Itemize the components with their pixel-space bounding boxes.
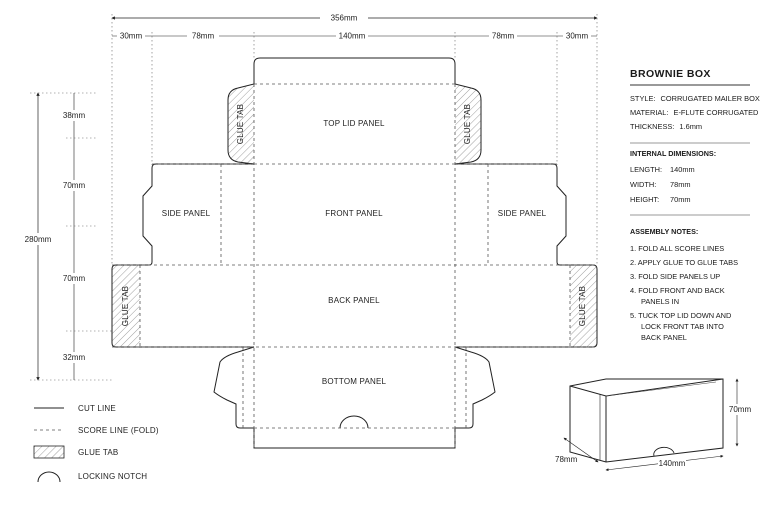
dim-vseg-2: 70mm: [63, 181, 86, 190]
glue-tab-label-2: GLUE TAB: [463, 104, 472, 144]
note-4: 4. FOLD FRONT AND BACK: [630, 286, 725, 295]
glue-tab-top-left: [228, 85, 254, 164]
dim-vseg-4: 32mm: [63, 353, 86, 362]
legend-glue-tab: GLUE TAB: [78, 448, 118, 457]
note-2: 2. APPLY GLUE TO GLUE TABS: [630, 258, 739, 267]
glue-tab-label-4: GLUE TAB: [578, 286, 587, 326]
top-lid-panel-label: TOP LID PANEL: [323, 119, 385, 128]
width-value: 78mm: [670, 180, 691, 189]
side-panel-right-label: SIDE PANEL: [498, 209, 547, 218]
dim-seg-3: 140mm: [339, 32, 366, 41]
note-1: 1. FOLD ALL SCORE LINES: [630, 244, 725, 253]
note-5-cont-2: BACK PANEL: [641, 333, 687, 342]
box-3d: 70mm 140mm 78mm: [555, 378, 752, 472]
material-value: E-FLUTE CORRUGATED: [673, 108, 759, 117]
dim-seg-1: 30mm: [120, 32, 143, 41]
legend-locking-notch: LOCKING NOTCH: [78, 472, 147, 481]
info-thickness-row: THICKNESS: 1.6mm: [630, 121, 702, 132]
info-title: BROWNIE BOX: [630, 68, 711, 80]
thickness-label: THICKNESS:: [630, 122, 675, 131]
left-dimensions: 280mm 38mm 70mm 70mm 32mm: [20, 92, 112, 381]
front-panel-label: FRONT PANEL: [325, 209, 383, 218]
locking-notch-swatch: [37, 471, 61, 483]
box3d-length-label: 140mm: [659, 459, 686, 468]
glue-tab-left: [112, 265, 140, 347]
info-style-row: STYLE: CORRUGATED MAILER BOX: [630, 93, 760, 104]
internal-dimensions-header: INTERNAL DIMENSIONS:: [630, 149, 717, 158]
style-value: CORRUGATED MAILER BOX: [660, 94, 760, 103]
dim-vseg-1: 38mm: [63, 111, 86, 120]
length-value: 140mm: [670, 165, 695, 174]
overall-height-label: 280mm: [25, 235, 52, 244]
glue-tab-swatch: [33, 445, 65, 459]
length-label: LENGTH:: [630, 165, 663, 174]
box3d-depth-label: 78mm: [555, 455, 578, 464]
thickness-value: 1.6mm: [679, 122, 703, 131]
box3d-height-label: 70mm: [729, 405, 752, 414]
width-label: WIDTH:: [630, 180, 657, 189]
locking-notch: [339, 415, 369, 429]
dim-seg-5: 30mm: [566, 32, 589, 41]
assembly-notes-header: ASSEMBLY NOTES:: [630, 227, 699, 236]
dim-seg-4: 78mm: [492, 32, 515, 41]
glue-tab-label-1: GLUE TAB: [236, 104, 245, 144]
top-dimensions: 356mm 30mm 78mm 140mm 78mm 30mm: [111, 11, 598, 265]
cut-outline: [111, 57, 598, 449]
note-5: 5. TUCK TOP LID DOWN AND: [630, 311, 732, 320]
note-4-cont: PANELS IN: [641, 297, 680, 306]
glue-tab-label-3: GLUE TAB: [121, 286, 130, 326]
glue-tab-right: [570, 265, 597, 347]
dieline: TOP LID PANEL FRONT PANEL SIDE PANEL SID…: [111, 57, 598, 449]
side-panel-left-label: SIDE PANEL: [162, 209, 211, 218]
legend-cut-line: CUT LINE: [78, 404, 116, 413]
dim-seg-2: 78mm: [192, 32, 215, 41]
note-5-cont-1: LOCK FRONT TAB INTO: [641, 322, 724, 331]
glue-tab-top-right: [455, 85, 481, 164]
note-3: 3. FOLD SIDE PANELS UP: [630, 272, 721, 281]
legend-score-line: SCORE LINE (FOLD): [78, 426, 159, 435]
info-material-row: MATERIAL: E-FLUTE CORRUGATED: [630, 107, 758, 118]
material-label: MATERIAL:: [630, 108, 669, 117]
style-label: STYLE:: [630, 94, 656, 103]
height-value: 70mm: [670, 195, 691, 204]
back-panel-label: BACK PANEL: [328, 296, 380, 305]
dim-vseg-3: 70mm: [63, 274, 86, 283]
height-label: HEIGHT:: [630, 195, 660, 204]
bottom-panel-label: BOTTOM PANEL: [322, 377, 387, 386]
overall-width-label: 356mm: [331, 14, 358, 23]
legend: CUT LINE SCORE LINE (FOLD) GLUE TAB LOCK…: [33, 404, 159, 483]
